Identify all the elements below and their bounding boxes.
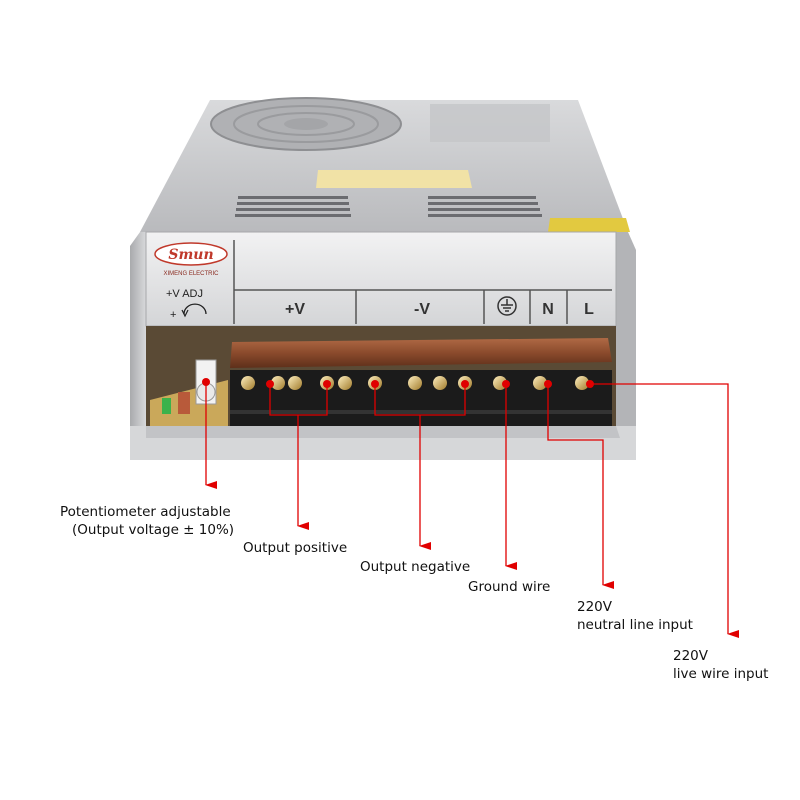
callout-neutral-input: 220V neutral line input	[577, 598, 693, 634]
casing-right-wall	[614, 232, 636, 430]
svg-text:+: +	[170, 309, 176, 321]
callout-potentiometer: Potentiometer adjustable (Output voltage…	[60, 503, 234, 539]
callout-neutral-text: neutral line input	[577, 617, 693, 633]
callout-output-positive-text: Output positive	[243, 540, 348, 556]
callout-potentiometer-line2: (Output voltage ± 10%)	[72, 522, 235, 538]
terminal-cover	[230, 338, 612, 368]
annotation-arrows	[205, 382, 739, 638]
brand-logo: Smun XIMENG ELECTRIC	[154, 242, 228, 277]
led-indicator	[162, 398, 171, 414]
callout-potentiometer-line1: Potentiometer adjustable	[60, 504, 231, 520]
terminal-label-live: L	[584, 301, 594, 318]
annotation-dots	[202, 378, 594, 388]
callout-output-positive: Output positive	[243, 539, 347, 557]
callout-ground-wire: Ground wire	[468, 578, 550, 596]
callout-live-input: 220V live wire input	[673, 647, 768, 683]
ground-icon	[497, 296, 517, 316]
callout-output-negative: Output negative	[360, 558, 470, 576]
casing-left-wall	[130, 232, 146, 460]
callout-live-text: live wire input	[673, 666, 769, 682]
front-label-panel	[145, 231, 617, 327]
callout-live-voltage: 220V	[673, 648, 709, 664]
capacitor	[178, 392, 190, 414]
callout-ground-wire-text: Ground wire	[468, 579, 551, 595]
brand-sub-text: XIMENG ELECTRIC	[163, 271, 219, 277]
casing-top	[140, 97, 630, 232]
callout-output-negative-text: Output negative	[360, 559, 471, 575]
adj-label: +V ADJ	[166, 288, 203, 300]
terminal-label-neutral: N	[542, 301, 554, 318]
terminal-screws	[241, 376, 589, 390]
adjust-rotate-icon: +	[170, 303, 207, 321]
brand-logo-text: Smun	[168, 247, 213, 263]
terminal-block	[230, 370, 612, 428]
callout-neutral-voltage: 220V	[577, 599, 613, 615]
terminal-label-positive: +V	[285, 301, 305, 318]
terminal-label-negative: -V	[414, 301, 430, 318]
